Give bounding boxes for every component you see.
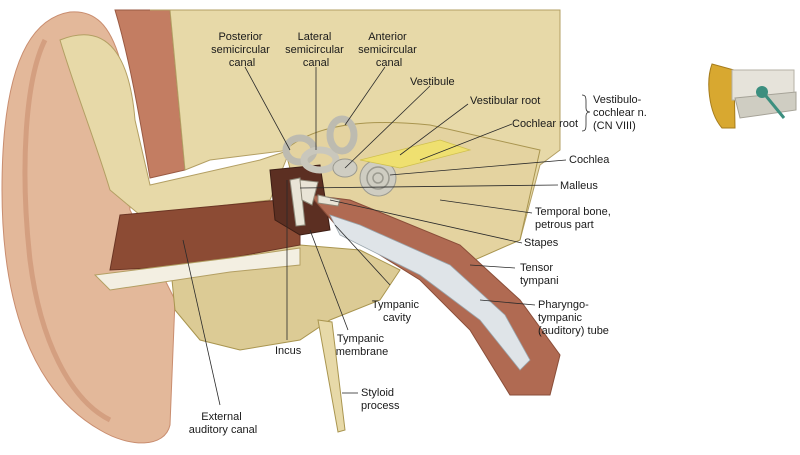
- label-malleus: Malleus: [560, 180, 598, 192]
- label-pharyngotympanic-tube: Pharyngo- tympanic (auditory) tube: [538, 299, 609, 337]
- label-posterior-semicircular-canal: Posterior semicircular canal: [211, 31, 273, 69]
- incus-shape: [299, 179, 319, 206]
- vestibulocochlear-brace: [581, 94, 591, 132]
- stapes-shape: [317, 194, 341, 207]
- leader-tympanic-cavity: [334, 224, 391, 286]
- leader-cochlea: [389, 159, 567, 176]
- anterior-canal-shape: [326, 115, 358, 155]
- styloid-process: [317, 319, 346, 433]
- leader-cochlear-root: [419, 123, 513, 161]
- leader-malleus: [299, 184, 559, 189]
- leader-tympanic-membrane: [309, 229, 349, 331]
- label-lateral-semicircular-canal: Lateral semicircular canal: [285, 31, 347, 69]
- label-cochlea: Cochlea: [569, 154, 610, 166]
- leader-tensor: [469, 264, 516, 269]
- label-anterior-semicircular-canal: Anterior semicircular canal: [358, 31, 420, 69]
- label-cochlear-root: Cochlear root: [512, 118, 578, 130]
- label-styloid-process: Styloid process: [361, 387, 400, 412]
- label-vestibular-root: Vestibular root: [470, 95, 540, 107]
- leader-vestibule: [344, 85, 431, 169]
- tube-lumen: [329, 214, 531, 371]
- label-incus: Incus: [275, 345, 302, 357]
- vestibulocochlear-nerve: [359, 139, 472, 169]
- label-tympanic-membrane: Tympanic membrane: [336, 333, 389, 358]
- label-vestibulocochlear-nerve: Vestibulo- cochlear n. (CN VIII): [593, 94, 650, 132]
- leader-stapes: [329, 199, 523, 244]
- label-tensor-tympani: Tensor tympani: [520, 262, 559, 287]
- label-vestibule: Vestibule: [410, 76, 455, 88]
- label-external-auditory-canal: External auditory canal: [189, 411, 258, 436]
- leader-temporal: [439, 199, 533, 214]
- leader-anterior: [344, 66, 386, 126]
- leader-vestibular-root: [399, 103, 469, 156]
- leader-external-canal: [182, 239, 221, 406]
- label-tympanic-cavity: Tympanic cavity: [372, 299, 422, 324]
- leader-posterior: [244, 66, 291, 151]
- label-stapes: Stapes: [524, 237, 559, 249]
- inset-thumbnail: [706, 58, 798, 132]
- cochlea-apex: [372, 172, 384, 184]
- temporal-muscle: [114, 9, 186, 179]
- helix-fold: [22, 38, 112, 423]
- leader-pharyngo: [479, 299, 536, 306]
- cochlea-spiral: [366, 166, 390, 190]
- canal-lower-wall: [93, 247, 301, 291]
- label-temporal-bone: Temporal bone, petrous part: [535, 206, 614, 231]
- lateral-canal-shape: [300, 146, 340, 174]
